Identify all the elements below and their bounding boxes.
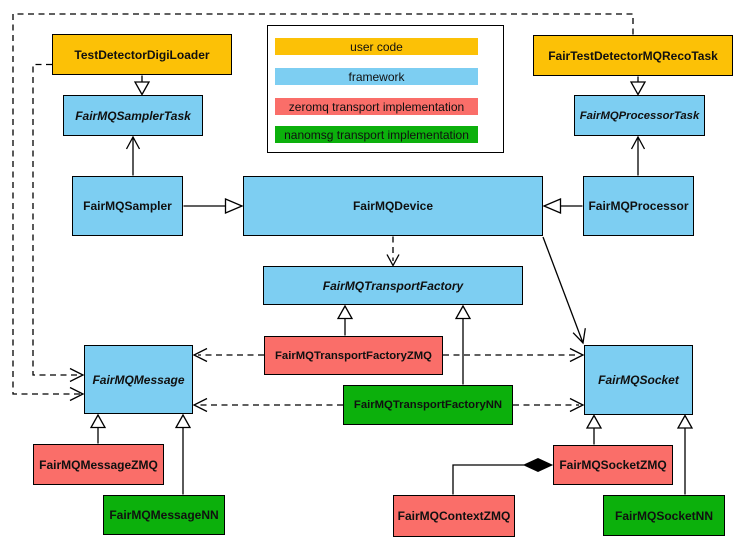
node-label: FairMQSocket	[598, 373, 679, 387]
edge-reco-task-to-message	[12, 13, 634, 402]
node-fair-mq-transport-factory-nn: FairMQTransportFactoryNN	[343, 385, 513, 425]
legend-item-framework: framework	[275, 68, 478, 85]
edge-factory-zmq-to-message	[192, 347, 264, 363]
edge-device-to-socket	[542, 236, 586, 345]
node-fair-mq-sampler: FairMQSampler	[72, 176, 183, 236]
node-label: FairMQDevice	[352, 199, 434, 213]
node-fair-test-detector-mq-reco-task: FairTestDetectorMQRecoTask	[533, 35, 733, 76]
legend-item-nanomsg: nanomsg transport implementation	[275, 126, 478, 143]
node-fair-mq-transport-factory: FairMQTransportFactory	[263, 266, 523, 305]
node-fair-mq-sampler-task: FairMQSamplerTask	[63, 95, 203, 136]
node-fair-mq-device: FairMQDevice	[243, 176, 543, 236]
edge-sampler-to-sampler-task	[125, 135, 141, 176]
node-label: TestDetectorDigiLoader	[74, 47, 210, 62]
node-fair-mq-socket: FairMQSocket	[584, 345, 693, 415]
edge-context-zmq-to-socket-zmq	[452, 457, 554, 495]
edge-socket-nn-to-socket	[676, 414, 694, 495]
edge-processor-to-processor-task	[630, 135, 646, 176]
node-fair-mq-message: FairMQMessage	[84, 345, 193, 414]
node-test-detector-digi-loader: TestDetectorDigiLoader	[52, 34, 232, 75]
edge-digi-loader-to-sampler-task	[133, 75, 151, 96]
edge-message-nn-to-message	[174, 413, 192, 495]
legend-label: zeromq transport implementation	[288, 99, 465, 114]
node-label: FairMQTransportFactoryZMQ	[275, 349, 432, 362]
node-fair-mq-message-zmq: FairMQMessageZMQ	[33, 444, 164, 485]
node-label: FairMQSampler	[83, 199, 172, 213]
node-fair-mq-socket-zmq: FairMQSocketZMQ	[553, 445, 673, 485]
node-fair-mq-processor-task: FairMQProcessorTask	[574, 95, 705, 136]
node-label: FairMQSocketZMQ	[559, 458, 667, 472]
node-label: FairMQMessageNN	[109, 508, 219, 522]
node-label: FairMQTransportFactory	[322, 278, 464, 293]
legend-label: nanomsg transport implementation	[284, 127, 469, 142]
node-label: FairMQContextZMQ	[397, 509, 511, 523]
legend: user code framework zeromq transport imp…	[267, 25, 504, 153]
edge-device-to-transport-factory	[386, 236, 400, 267]
node-label: FairTestDetectorMQRecoTask	[548, 48, 718, 63]
edge-factory-nn-to-factory	[454, 304, 472, 385]
node-fair-mq-transport-factory-zmq: FairMQTransportFactoryZMQ	[264, 336, 443, 375]
edge-factory-zmq-to-factory	[336, 304, 354, 336]
node-label: FairMQSocketNN	[614, 508, 714, 523]
edge-factory-zmq-to-socket	[443, 347, 585, 363]
edge-processor-to-device	[542, 198, 583, 214]
edge-reco-task-to-processor-task	[629, 76, 647, 96]
node-label: FairMQTransportFactoryNN	[353, 399, 503, 411]
edge-sampler-to-device	[183, 198, 244, 214]
edge-socket-zmq-to-socket	[585, 414, 603, 445]
edge-factory-nn-to-socket	[513, 397, 585, 413]
edge-digi-loader-to-message	[32, 63, 85, 383]
node-fair-mq-message-nn: FairMQMessageNN	[103, 495, 225, 535]
legend-item-user-code: user code	[275, 38, 478, 55]
legend-item-zeromq: zeromq transport implementation	[275, 98, 478, 115]
node-label: FairMQProcessor	[588, 199, 689, 213]
edge-message-zmq-to-message	[89, 413, 107, 444]
legend-label: framework	[348, 69, 405, 84]
node-label: FairMQProcessorTask	[579, 109, 700, 122]
node-fair-mq-context-zmq: FairMQContextZMQ	[393, 495, 515, 537]
node-fair-mq-processor: FairMQProcessor	[583, 176, 694, 236]
node-label: FairMQMessageZMQ	[39, 457, 158, 472]
edge-factory-nn-to-message	[192, 397, 343, 413]
legend-label: user code	[350, 39, 403, 54]
node-label: FairMQMessage	[92, 372, 185, 387]
node-fair-mq-socket-nn: FairMQSocketNN	[603, 495, 725, 536]
node-label: FairMQSamplerTask	[75, 108, 191, 123]
